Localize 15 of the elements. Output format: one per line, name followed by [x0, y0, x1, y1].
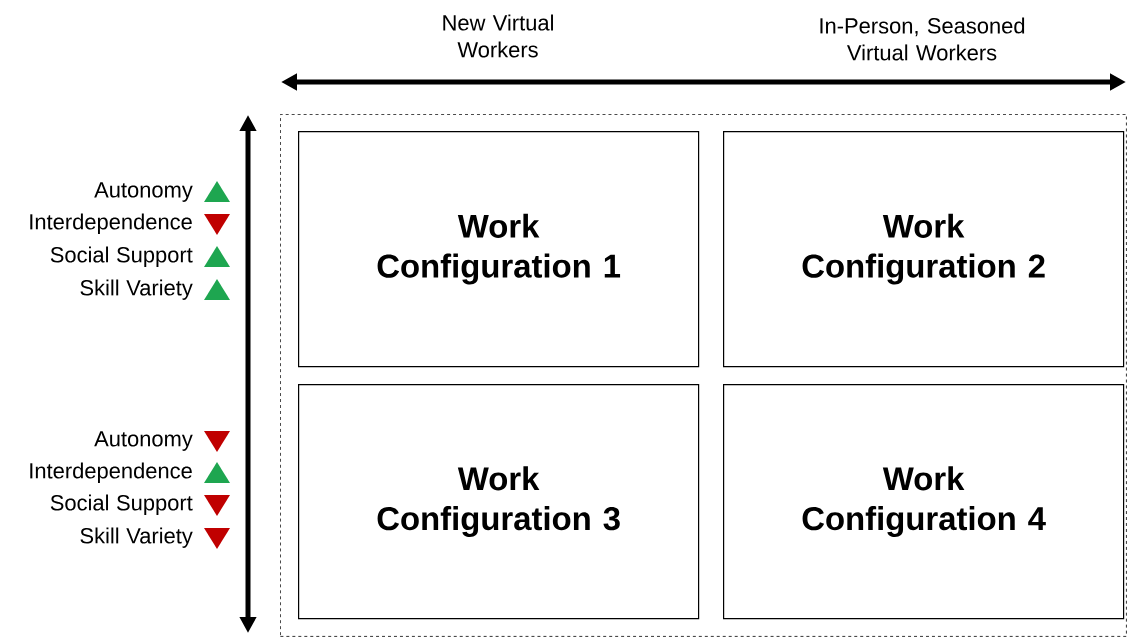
factor-label: Autonomy	[94, 431, 193, 451]
configuration-box: Work Configuration 2	[723, 131, 1125, 368]
dashed-frame	[280, 114, 1127, 637]
factor-label: Skill Variety	[80, 279, 193, 300]
factor-label: Skill Variety	[80, 527, 193, 548]
configuration-box: Work Configuration 4	[723, 384, 1125, 620]
factor-label: Interdependence	[30, 462, 192, 483]
configuration-box: Work Configuration 3	[298, 384, 700, 620]
factor-label: Interdependence	[30, 213, 192, 234]
axis-label: New Virtual Workers	[443, 14, 553, 58]
factor-label: Autonomy	[94, 182, 193, 202]
configuration-box: Work Configuration 1	[298, 131, 700, 368]
factor-label: Social Support	[50, 494, 193, 515]
axis-label: In-Person, Seasoned Virtual Workers	[820, 17, 1025, 61]
factor-label: Social Support	[50, 246, 193, 267]
